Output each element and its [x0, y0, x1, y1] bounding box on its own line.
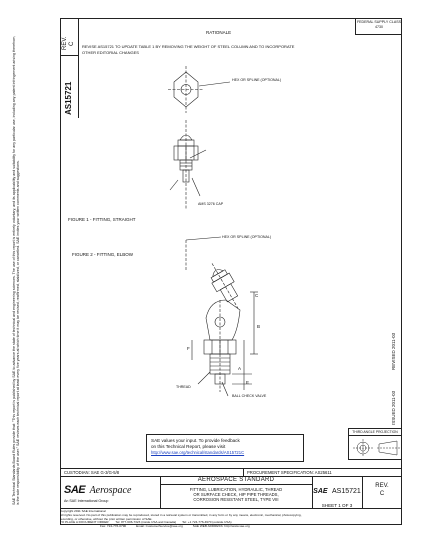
sae-aerospace-logo: SAE Aerospace An SAE International Group [64, 480, 158, 506]
figure1-callout-top: HEX OR SPLINE (OPTIONAL) [232, 78, 282, 82]
title-block-div1 [160, 476, 161, 508]
projection-box: THIRD ANGLE PROJECTION [348, 428, 402, 460]
footer-rule-top [60, 468, 402, 469]
projection-label: THIRD ANGLE PROJECTION [349, 429, 401, 436]
figure2-callout-ball: BALL CHECK VALVE [232, 394, 267, 398]
feedback-link[interactable]: http://www.sae.org/technical/standards/A… [151, 450, 245, 455]
rationale-text-2: OTHER EDITORIAL CHANGES [82, 50, 139, 55]
issued-date: ISSUED 2011-03 [391, 390, 396, 425]
rights-line2: recording, or otherwise, without the pri… [60, 516, 153, 521]
footer-rule-2 [60, 476, 402, 477]
title-rev-value: C [379, 491, 385, 497]
logo-tagline: An SAE International Group [64, 499, 109, 503]
figure2-callout-thread: THREAD [176, 385, 191, 389]
feedback-line2: on this Technical Report, please visit [151, 444, 226, 449]
doc-number-block: SAE AS15721 SHEET 1 OF 3 [312, 480, 362, 508]
figure1-caption: FIGURE 1 - FITTING, STRAIGHT [68, 217, 136, 222]
doc-prefix: SAE [313, 488, 328, 495]
title-block-bottom [60, 508, 402, 509]
procurement-spec: PROCUREMENT SPECIFICATION: AS25611 [247, 470, 332, 475]
left-strip-divider [78, 18, 79, 118]
title-line1: FITTING, LUBRICATION, HYDRAULIC, THREAD [189, 487, 283, 492]
tel-domestic: Tel: 877-606-7323 (inside USA and Canada… [115, 520, 177, 525]
revised-date: REVISED 2011-03 [391, 332, 396, 370]
figure2-dim-c: C [255, 293, 259, 298]
drawing-frame [60, 18, 402, 525]
title-block-standard-rule [160, 484, 312, 485]
title-line3: CORROSION RESISTANT STEEL, TYPE VIII [193, 497, 279, 502]
title-block-div2 [312, 476, 313, 508]
fax: Fax: 724-776-0790 [100, 524, 127, 529]
rights-line1: All rights reserved. No part of this pub… [60, 512, 302, 517]
footer-fine-print: Copyright 2011 SAE International All rig… [60, 509, 405, 529]
figure1-callout-bottom: AMS 3276 CAP [198, 202, 224, 206]
federal-supply-box: FEDERAL SUPPLY CLASS 4730 [355, 18, 402, 35]
sheet-number: SHEET 1 OF 3 [321, 503, 353, 508]
aerospace-standard-label: AEROSPACE STANDARD [197, 477, 275, 483]
rationale-title: RATIONALE [206, 30, 232, 35]
figure2-dim-a: A [238, 366, 242, 371]
title-rev-label: REV. [375, 483, 389, 489]
federal-supply-line1: FEDERAL SUPPLY CLASS [356, 20, 402, 24]
footer-top-divider [243, 468, 244, 476]
order-info: TO PLACE A DOCUMENT ORDER: Tel: 877-606-… [60, 521, 405, 525]
email[interactable]: Email: CustomerService@sae.org [136, 524, 183, 529]
custodian: CUSTODIAN: SAE G-3/G-5/8 [64, 470, 120, 475]
figure2-callout-top: HEX OR SPLINE (OPTIONAL) [222, 235, 272, 239]
logo-sae: SAE [64, 484, 86, 496]
figure2-caption: FIGURE 2 - FITTING, ELBOW [72, 252, 134, 257]
left-strip-rule [60, 55, 78, 56]
feedback-line1: SAE values your input. To provide feedba… [151, 438, 240, 443]
title-line2: OR SURFACE CHECK, HIP PIPE THREADS, [193, 492, 279, 497]
orders-label: TO PLACE A DOCUMENT ORDER: [60, 520, 110, 525]
figure2-dim-b: B [257, 324, 261, 329]
rationale-text-1: REVISE AS15721 TO UPDATE TABLE 1 BY REMO… [82, 44, 295, 49]
web-address[interactable]: SAE WEB ADDRESS: http://www.sae.org [192, 524, 250, 529]
copyright: Copyright 2011 SAE International [60, 509, 106, 513]
logo-aerospace: Aerospace [89, 485, 132, 496]
figure2-dim-f: F [187, 346, 190, 351]
document-title: FITTING, LUBRICATION, HYDRAULIC, THREAD … [160, 487, 312, 502]
title-block-div3 [362, 476, 363, 508]
projection-symbol-icon [353, 439, 400, 457]
contact-info: Fax: 724-776-0790 Email: CustomerService… [60, 524, 405, 529]
title-rev-block: REV. C [362, 482, 402, 498]
federal-supply-line2: 4730 [375, 25, 383, 29]
doc-number: AS15721 [332, 488, 361, 495]
tel-international: Tel: +1 724-776-4970 (outside USA) [182, 520, 232, 525]
feedback-box: SAE values your input. To provide feedba… [146, 434, 304, 462]
figure2-dim-e: E [246, 380, 250, 385]
